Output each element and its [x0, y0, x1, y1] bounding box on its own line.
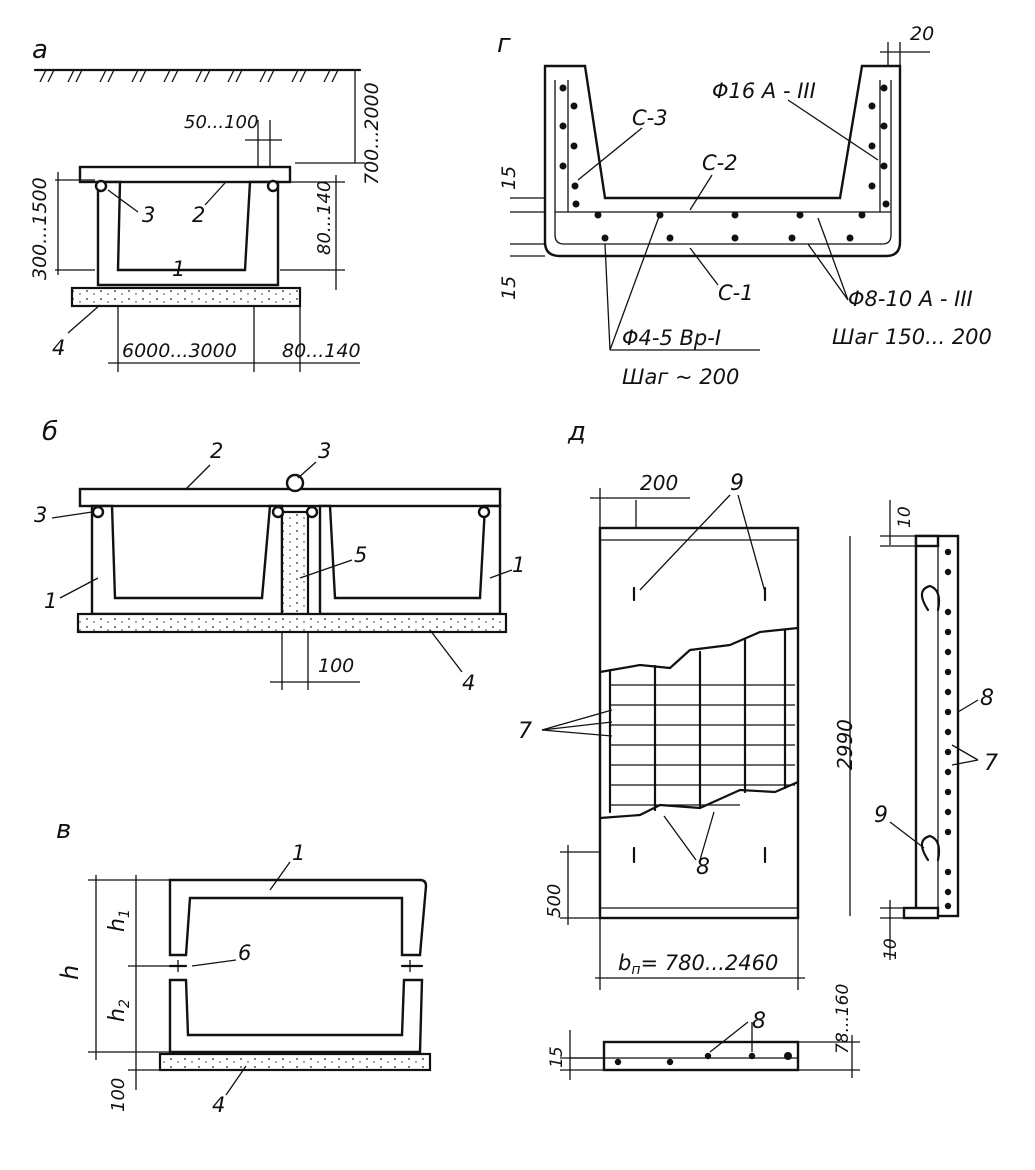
dim-h2-main: h: [105, 1008, 130, 1022]
panel-d: д 200: [518, 417, 998, 1080]
panel-d-letter: д: [567, 417, 586, 447]
label-b4: 4: [462, 671, 475, 695]
panel-b: б 100 2 3 3 1 5 1 4: [34, 417, 525, 695]
label-d8a: 8: [696, 855, 710, 880]
dim-slab: 80...140: [314, 181, 335, 255]
dim-gap: 50...100: [184, 112, 258, 133]
label-c1: С-1: [718, 281, 754, 305]
label-2: 2: [192, 203, 205, 227]
dim-width-sub: п: [631, 962, 640, 978]
dim-base: 100: [108, 1078, 129, 1112]
dim-15a: 15: [498, 166, 520, 190]
panel-a: а 700...2000 50...100 300...1500 80...14…: [29, 35, 383, 372]
dim-h1-main: h: [105, 918, 130, 932]
label-d8c: 8: [752, 1009, 766, 1034]
label-3: 3: [142, 203, 155, 227]
dim-edge-bottom: 10: [881, 938, 901, 960]
label-v4: 4: [212, 1093, 225, 1117]
label-b5: 5: [354, 543, 367, 567]
label-d8b: 8: [980, 686, 994, 711]
dim-width-b: b: [618, 951, 631, 975]
panel-v-letter: в: [56, 815, 71, 845]
dim-thick: 78...160: [833, 984, 853, 1054]
dim-500: 500: [544, 884, 565, 918]
dim-h1: h1: [105, 909, 133, 932]
label-rebar-bottom: Φ8-10 A - III: [848, 287, 973, 311]
dim-depth: 700...2000: [361, 82, 383, 185]
dim-h: h: [56, 965, 84, 980]
dim-height: 300...1500: [29, 177, 51, 280]
label-d9a: 9: [730, 471, 744, 496]
label-d7b: 7: [984, 751, 998, 776]
label-b2: 2: [210, 439, 223, 463]
panel-b-letter: б: [42, 417, 58, 447]
dim-cover: 20: [910, 23, 934, 45]
side-rebar: [944, 548, 952, 910]
dim-span: 6000...3000: [122, 340, 237, 362]
panel-g: г 15 15 20 С-3 С-2: [497, 23, 992, 389]
panel-g-letter: г: [497, 29, 511, 59]
label-step-bottom: Шаг 150... 200: [832, 325, 992, 349]
label-c2: С-2: [702, 151, 738, 175]
dim-15b: 15: [498, 276, 520, 300]
label-rebar-top: Φ16 A - III: [712, 79, 816, 103]
dim-h2-sub: 2: [117, 999, 133, 1008]
label-wire: Φ4-5 Вр-I: [622, 326, 721, 350]
label-step-wire: Шаг ~ 200: [622, 365, 739, 389]
dim-length: 2990: [833, 719, 857, 770]
dim-side: 80...140: [282, 340, 361, 362]
dim-200: 200: [640, 471, 678, 495]
label-c3: С-3: [632, 106, 668, 130]
label-1: 1: [172, 257, 185, 281]
dim-100: 100: [318, 655, 354, 677]
panel-a-letter: а: [32, 35, 48, 65]
label-b3a: 3: [318, 439, 331, 463]
label-b1a: 1: [44, 589, 57, 613]
label-d9b: 9: [874, 803, 888, 828]
dim-edge-top: 10: [895, 506, 915, 528]
label-b1b: 1: [512, 553, 525, 577]
dim-width: bп= 780...2460: [618, 951, 778, 978]
dim-h2: h2: [105, 999, 133, 1022]
ground-hatch: [39, 69, 339, 83]
bottom-rebar: [614, 1052, 792, 1066]
panel-v: в h h1 h2 100 1 6 4: [56, 815, 432, 1117]
label-d7a: 7: [518, 719, 532, 744]
dim-width-val: = 780...2460: [641, 951, 779, 975]
rebar-mesh: [608, 628, 795, 814]
rebar-dots: [559, 84, 890, 242]
label-v1: 1: [292, 841, 305, 865]
dim-cover-d: 15: [547, 1046, 567, 1068]
label-b3b: 3: [34, 503, 47, 527]
label-4: 4: [52, 336, 65, 360]
dim-h1-sub: 1: [117, 909, 133, 918]
label-v6: 6: [238, 941, 251, 965]
